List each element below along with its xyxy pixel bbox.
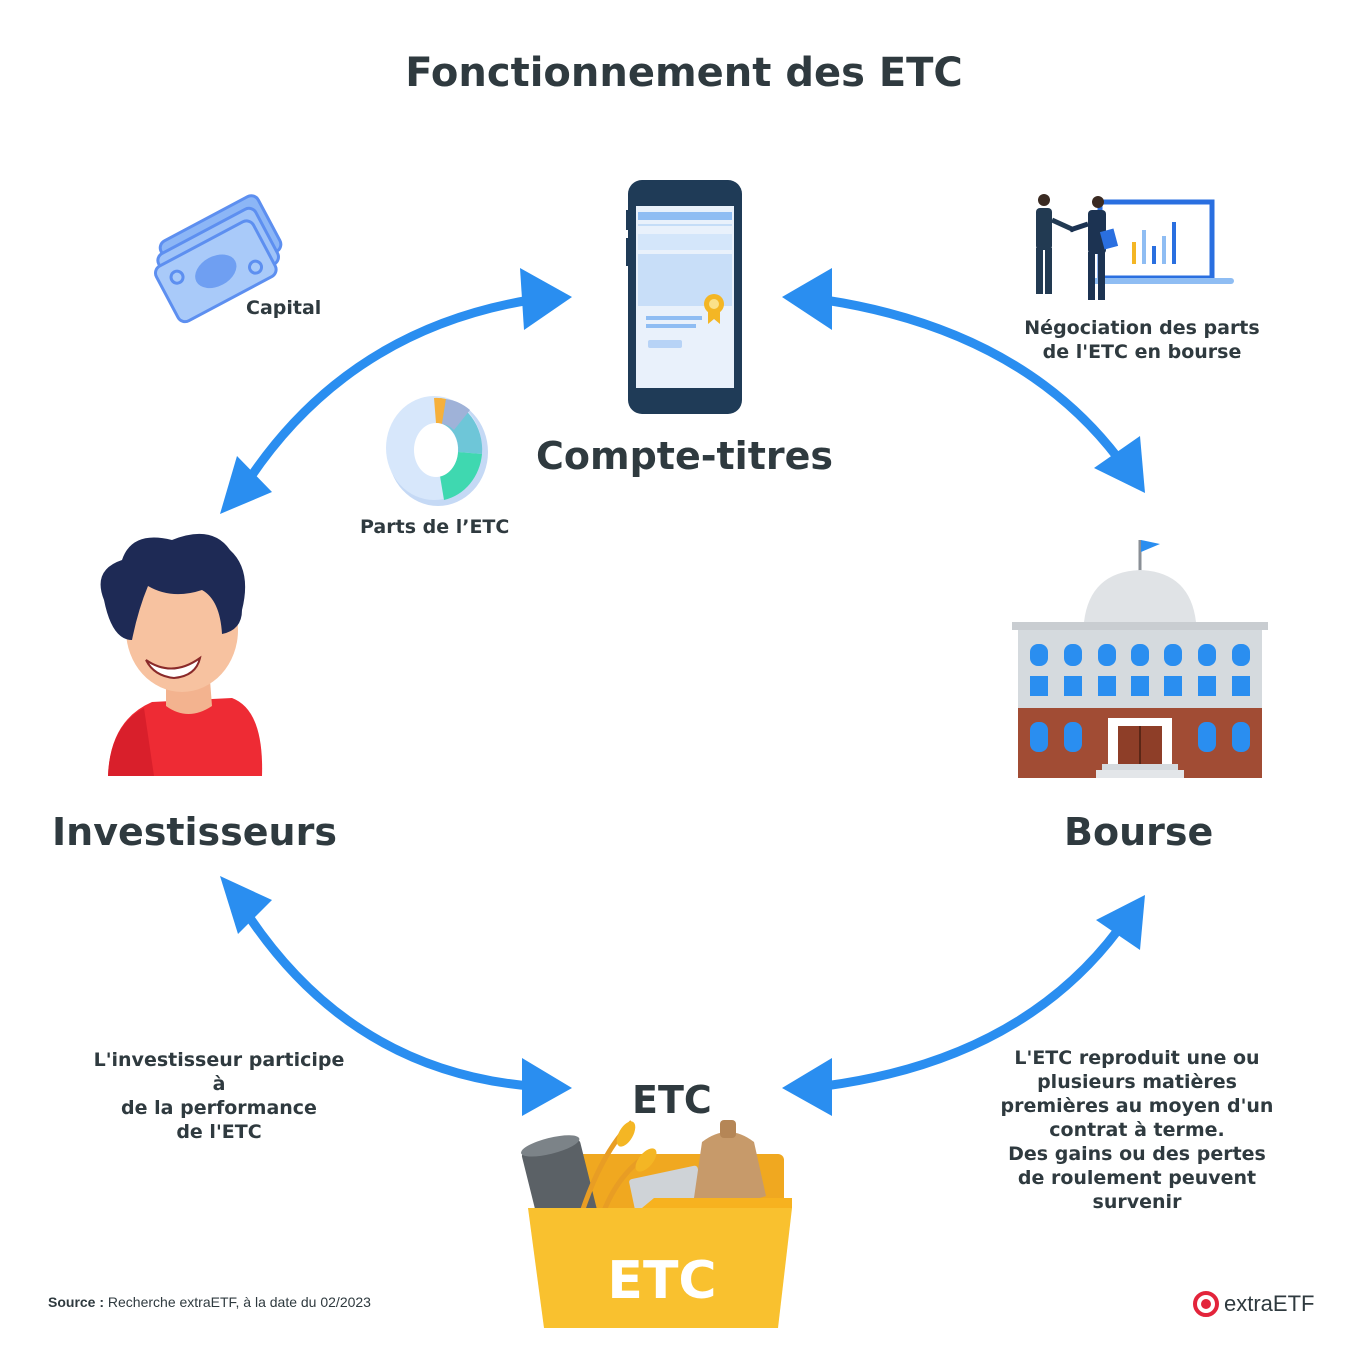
- source-note: Source : Recherche extraETF, à la date d…: [48, 1294, 371, 1310]
- investisseurs-label: Investisseurs: [52, 810, 337, 854]
- investisseur-description: L'investisseur participe à de la perform…: [93, 1049, 345, 1143]
- smartphone-icon: [626, 180, 742, 414]
- stock-exchange-building-icon: [1012, 540, 1268, 778]
- business-negotiation-icon: [1036, 194, 1234, 300]
- brand-logo: extraETF: [1192, 1290, 1314, 1318]
- money-icon: [154, 194, 283, 324]
- arrow-compte-bourse: [782, 268, 1145, 493]
- source-text: Recherche extraETF, à la date du 02/2023: [104, 1294, 371, 1310]
- negociation-label: Négociation des parts de l'ETC en bourse: [1024, 317, 1260, 363]
- compte-titres-label: Compte-titres: [536, 434, 833, 478]
- arrow-investisseurs-etc: [220, 876, 572, 1116]
- etc-description: L'ETC reproduit une ou plusieurs matière…: [1000, 1047, 1274, 1213]
- parts-label: Parts de l’ETC: [360, 516, 510, 538]
- etc-shares-donut-icon: [386, 396, 488, 506]
- etc-commodities-folder-icon: ETC: [521, 1120, 792, 1328]
- investor-avatar-icon: [100, 533, 263, 776]
- capital-label: Capital: [246, 297, 322, 319]
- etc-label: ETC: [632, 1078, 712, 1122]
- brand-name: extraETF: [1224, 1291, 1315, 1316]
- arrow-bourse-etc: [782, 895, 1145, 1116]
- source-prefix: Source :: [48, 1294, 105, 1310]
- arrow-compte-investisseurs: [220, 268, 572, 514]
- folder-etc-text: ETC: [607, 1251, 716, 1311]
- extraetf-logo-icon: [1193, 1291, 1219, 1317]
- bourse-label: Bourse: [1064, 810, 1214, 854]
- page-title: Fonctionnement des ETC: [405, 50, 963, 96]
